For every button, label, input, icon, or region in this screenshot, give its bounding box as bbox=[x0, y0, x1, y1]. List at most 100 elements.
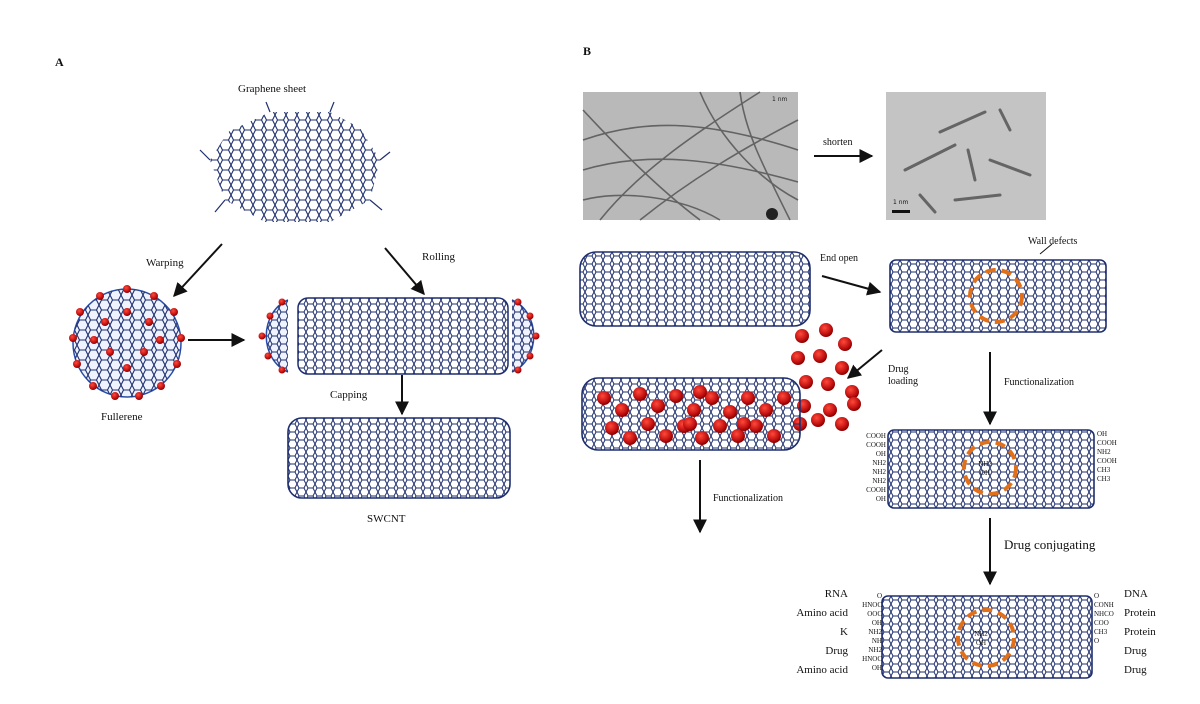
drug-conjugating-label: Drug conjugating bbox=[1004, 537, 1096, 552]
group-label: OH bbox=[875, 495, 886, 503]
group-label: RNA bbox=[824, 588, 848, 600]
atom-ball bbox=[278, 298, 286, 306]
rolling-label: Rolling bbox=[422, 251, 456, 263]
atom-ball bbox=[838, 337, 852, 351]
group-label: NH2 bbox=[1097, 448, 1111, 456]
atom-ball bbox=[847, 397, 861, 411]
group-label: Amino acid bbox=[796, 607, 848, 619]
group-label: Protein bbox=[1124, 626, 1156, 638]
atom-ball bbox=[278, 366, 286, 374]
atom-ball bbox=[651, 399, 665, 413]
atom-ball bbox=[266, 312, 274, 320]
drug-loaded-nanotube bbox=[581, 377, 801, 451]
atom-ball bbox=[741, 391, 755, 405]
atom-ball bbox=[170, 308, 178, 316]
atom-ball bbox=[150, 292, 158, 300]
functionalization-label-left: Functionalization bbox=[713, 493, 783, 504]
group-label: OH bbox=[979, 469, 991, 477]
capping-label: Capping bbox=[330, 389, 368, 401]
atom-ball bbox=[819, 323, 833, 337]
functionalization-label-right: Functionalization bbox=[1004, 377, 1074, 388]
atom-ball bbox=[532, 332, 540, 340]
group-label: COOH bbox=[1097, 457, 1117, 465]
tem-image-short bbox=[886, 92, 1046, 220]
group-label: OH bbox=[871, 664, 882, 672]
atom-ball bbox=[795, 329, 809, 343]
group-label: NH2 bbox=[974, 630, 988, 638]
atom-ball bbox=[514, 298, 522, 306]
atom-ball bbox=[799, 375, 813, 389]
atom-ball bbox=[156, 336, 164, 344]
group-label: CH3 bbox=[1097, 475, 1111, 483]
rolling-arrow bbox=[384, 247, 425, 296]
atom-ball bbox=[73, 360, 81, 368]
group-label: COOH bbox=[1097, 439, 1117, 447]
atom-ball bbox=[157, 382, 165, 390]
atom-ball bbox=[526, 352, 534, 360]
group-label: CH3 bbox=[1097, 466, 1111, 474]
group-label: OH bbox=[1097, 430, 1108, 438]
atom-ball bbox=[687, 403, 701, 417]
group-label: K bbox=[840, 626, 848, 638]
atom-ball bbox=[823, 403, 837, 417]
group-label: COO bbox=[1094, 619, 1109, 627]
wall-defects-label: Wall defects bbox=[1028, 236, 1078, 247]
warping-arrow bbox=[173, 243, 223, 298]
atom-ball bbox=[777, 391, 791, 405]
group-label: O bbox=[1094, 637, 1100, 645]
functionalized-nanotube bbox=[887, 429, 1095, 509]
atom-ball bbox=[767, 429, 781, 443]
atom-ball bbox=[683, 417, 697, 431]
atom-ball bbox=[605, 421, 619, 435]
atom-ball bbox=[111, 392, 119, 400]
atom-ball bbox=[106, 348, 114, 356]
group-label: CH3 bbox=[1094, 628, 1108, 636]
atom-ball bbox=[597, 391, 611, 405]
swcnt-tube bbox=[287, 417, 511, 499]
group-label: Protein bbox=[1124, 607, 1156, 619]
group-label: NH2 bbox=[868, 646, 882, 654]
atom-ball bbox=[659, 429, 673, 443]
drug-conjugated-nanotube bbox=[881, 595, 1093, 679]
atom-ball bbox=[69, 334, 77, 342]
group-label: O bbox=[1094, 592, 1100, 600]
group-label: Amino acid bbox=[796, 664, 848, 676]
atom-ball bbox=[749, 419, 763, 433]
open-nanotube-with-defects bbox=[889, 243, 1107, 333]
fullerene-label: Fullerene bbox=[101, 411, 143, 423]
atom-ball bbox=[514, 366, 522, 374]
scale-label-1: 1 nm bbox=[772, 96, 788, 103]
atom-ball bbox=[145, 318, 153, 326]
atom-ball bbox=[140, 348, 148, 356]
shorten-label: shorten bbox=[823, 137, 853, 148]
atom-ball bbox=[835, 361, 849, 375]
panel-a-letter: A bbox=[55, 55, 64, 69]
atom-ball bbox=[123, 308, 131, 316]
atom-ball bbox=[123, 364, 131, 372]
atom-ball bbox=[135, 392, 143, 400]
atom-ball bbox=[623, 431, 637, 445]
atom-ball bbox=[89, 382, 97, 390]
atom-ball bbox=[723, 405, 737, 419]
capping-assembly bbox=[258, 297, 540, 375]
atom-ball bbox=[731, 429, 745, 443]
group-label: OOC bbox=[867, 610, 882, 618]
atom-ball bbox=[835, 417, 849, 431]
atom-ball bbox=[123, 285, 131, 293]
atom-ball bbox=[101, 318, 109, 326]
atom-ball bbox=[705, 391, 719, 405]
atom-ball bbox=[633, 387, 647, 401]
graphene-sheet bbox=[199, 101, 391, 222]
atom-ball bbox=[76, 308, 84, 316]
group-label: DNA bbox=[1124, 588, 1148, 600]
atom-ball bbox=[695, 431, 709, 445]
atom-ball bbox=[813, 349, 827, 363]
drug-loading-arrow bbox=[846, 349, 883, 379]
group-label: COOH bbox=[866, 432, 886, 440]
atom-ball bbox=[811, 413, 825, 427]
